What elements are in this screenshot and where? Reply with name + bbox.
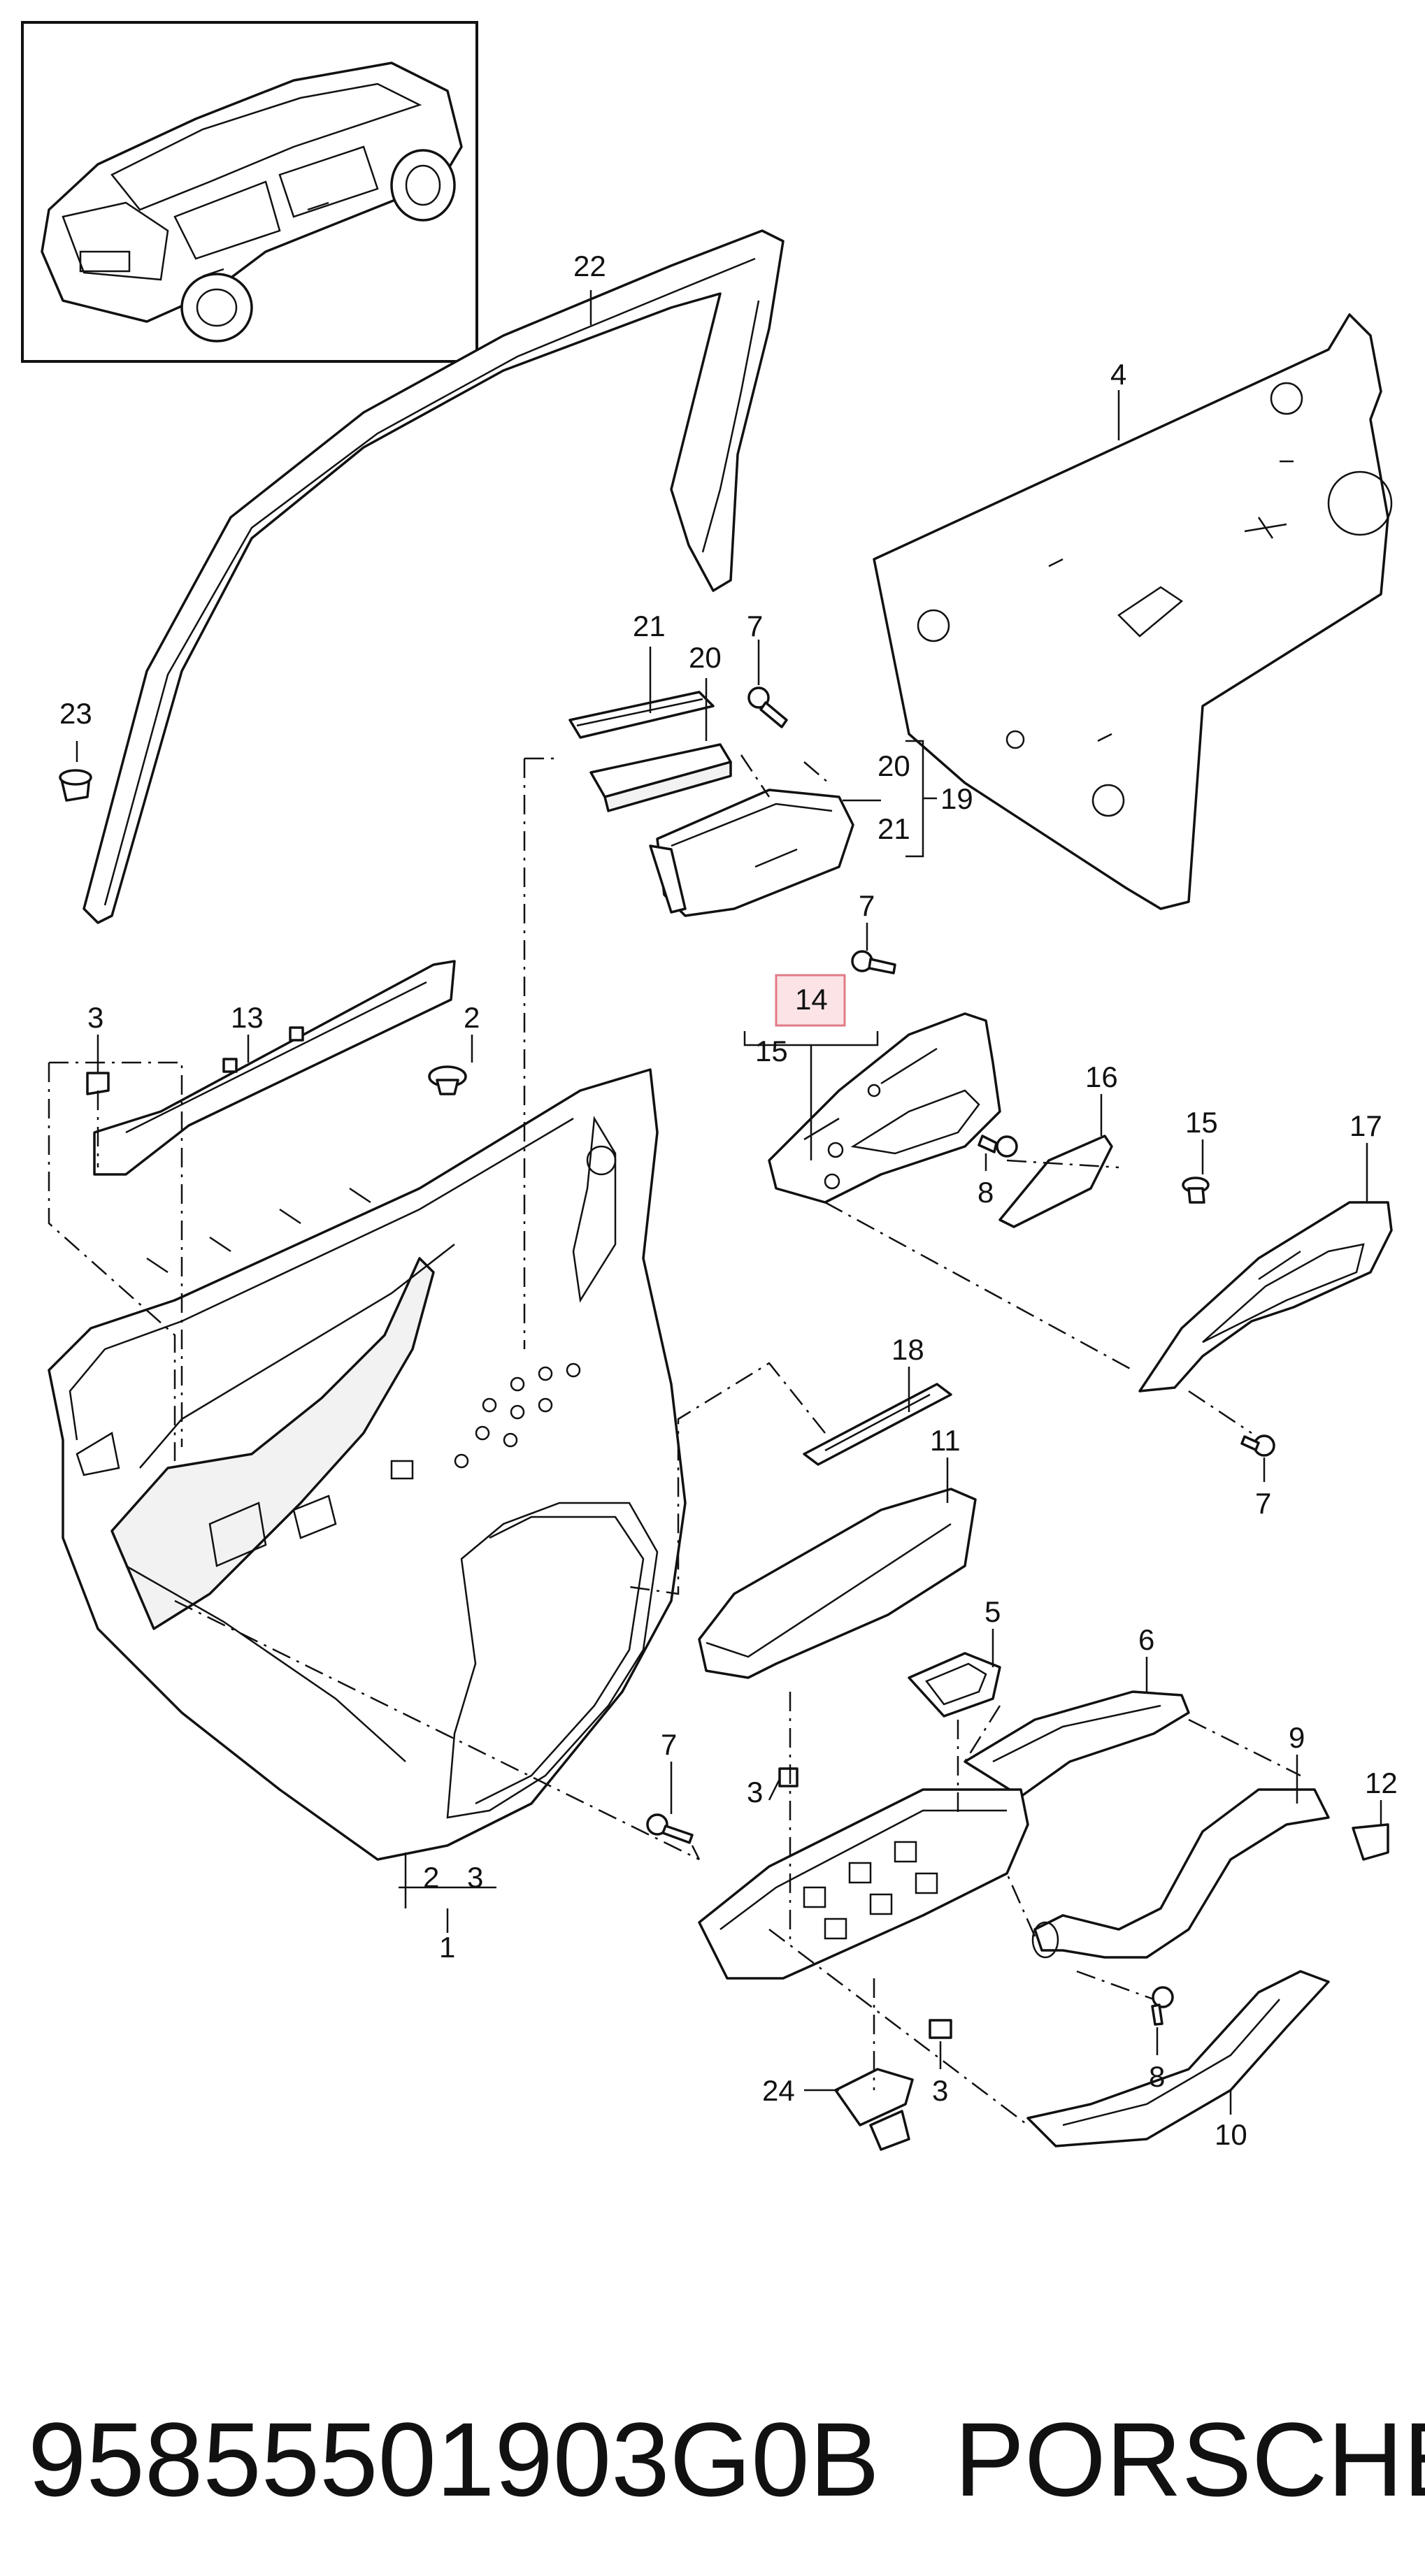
highlight-box-14 [775, 974, 846, 1027]
part-7-screw-lower-left [646, 1813, 694, 1844]
part-9-pull-bar [1031, 1788, 1330, 1959]
callout-7: 7 [859, 889, 875, 922]
callout-3: 3 [467, 1861, 483, 1894]
callout-2: 2 [464, 1001, 480, 1034]
part-7-screw-upper [747, 686, 788, 728]
callout-14: 14 [795, 983, 828, 1016]
brand-label: PORSCHE [954, 2401, 1425, 2518]
part-12-end-cap [1352, 1823, 1389, 1861]
callout-15: 15 [1185, 1106, 1218, 1139]
callout-12: 12 [1365, 1766, 1398, 1799]
callout-19: 19 [940, 782, 973, 815]
part-3-clip-lower-a [778, 1767, 799, 1787]
vehicle-thumbnail [21, 21, 478, 363]
part-19-switch-housing [649, 789, 854, 917]
part-8-screw-lower [1151, 1986, 1174, 2026]
callout-23: 23 [59, 697, 92, 730]
callout-8: 8 [978, 1176, 994, 1209]
callout-2: 2 [423, 1861, 439, 1894]
part-1-door-trim-panel [48, 1068, 687, 1861]
callout-18: 18 [891, 1333, 924, 1366]
callout-20: 20 [878, 749, 910, 782]
part-7-screw-mid [851, 950, 896, 974]
part-8-screw-mid [978, 1135, 1018, 1158]
part-3-clip-left [86, 1072, 110, 1095]
leader-lines [76, 290, 1382, 2115]
callout-13: 13 [231, 1001, 264, 1034]
callout-7: 7 [661, 1728, 677, 1761]
part-22-window-frame-trim [83, 229, 785, 924]
callout-1: 1 [439, 1931, 455, 1964]
part-21-cover [568, 691, 715, 739]
part-6-armrest-bracket [964, 1690, 1190, 1798]
callout-21: 21 [633, 610, 666, 642]
part-11-armrest-pad [698, 1488, 977, 1679]
part-5-switch-bezel [908, 1652, 1001, 1718]
switch-module-base [698, 1788, 1029, 1980]
callout-6: 6 [1138, 1623, 1154, 1656]
part-16-cover [998, 1135, 1113, 1228]
part-7-screw-lower-right [1240, 1434, 1275, 1457]
assembly-lines [48, 754, 1301, 2126]
part-3-clip-lower-b [929, 2019, 952, 2039]
part-20-insert [589, 743, 732, 812]
part-24-bracket [834, 2068, 914, 2151]
callout-20: 20 [689, 641, 722, 674]
callout-15: 15 [755, 1035, 788, 1067]
callout-21: 21 [878, 812, 910, 845]
callout-3: 3 [747, 1776, 763, 1808]
part-10-lower-trim [1026, 1970, 1330, 2147]
part-2-clip [428, 1065, 467, 1095]
part-15-handle-carrier [768, 1012, 1001, 1204]
callout-7: 7 [747, 610, 763, 642]
callout-9: 9 [1289, 1721, 1305, 1754]
part-17-door-pull-handle [1138, 1201, 1393, 1393]
part-13-upper-trim [93, 960, 456, 1176]
part-15-plug [1182, 1177, 1210, 1204]
suv-rear-quarter-icon [41, 62, 463, 343]
callout-24: 24 [762, 2074, 795, 2107]
callout-11: 11 [930, 1424, 961, 1457]
speaker-holes [454, 1362, 581, 1469]
callout-16: 16 [1085, 1060, 1118, 1093]
callout-3: 3 [932, 2074, 948, 2107]
callout-22: 22 [573, 250, 606, 282]
callout-10: 10 [1215, 2118, 1247, 2151]
part-23-clip [59, 769, 92, 802]
part-4-door-panel-insulation [873, 313, 1393, 910]
callout-5: 5 [984, 1595, 1001, 1628]
callout-17: 17 [1349, 1109, 1382, 1142]
callout-7: 7 [1255, 1487, 1271, 1520]
callout-8: 8 [1149, 2060, 1165, 2093]
callouts: 22 4 21 7 20 23 20 19 21 7 14 3 13 2 15 … [59, 250, 1398, 2151]
part-number-label: 95855501903G0B [28, 2401, 880, 2518]
bose-emblem [803, 1383, 952, 1466]
callout-3: 3 [87, 1001, 103, 1034]
callout-4: 4 [1110, 358, 1126, 391]
